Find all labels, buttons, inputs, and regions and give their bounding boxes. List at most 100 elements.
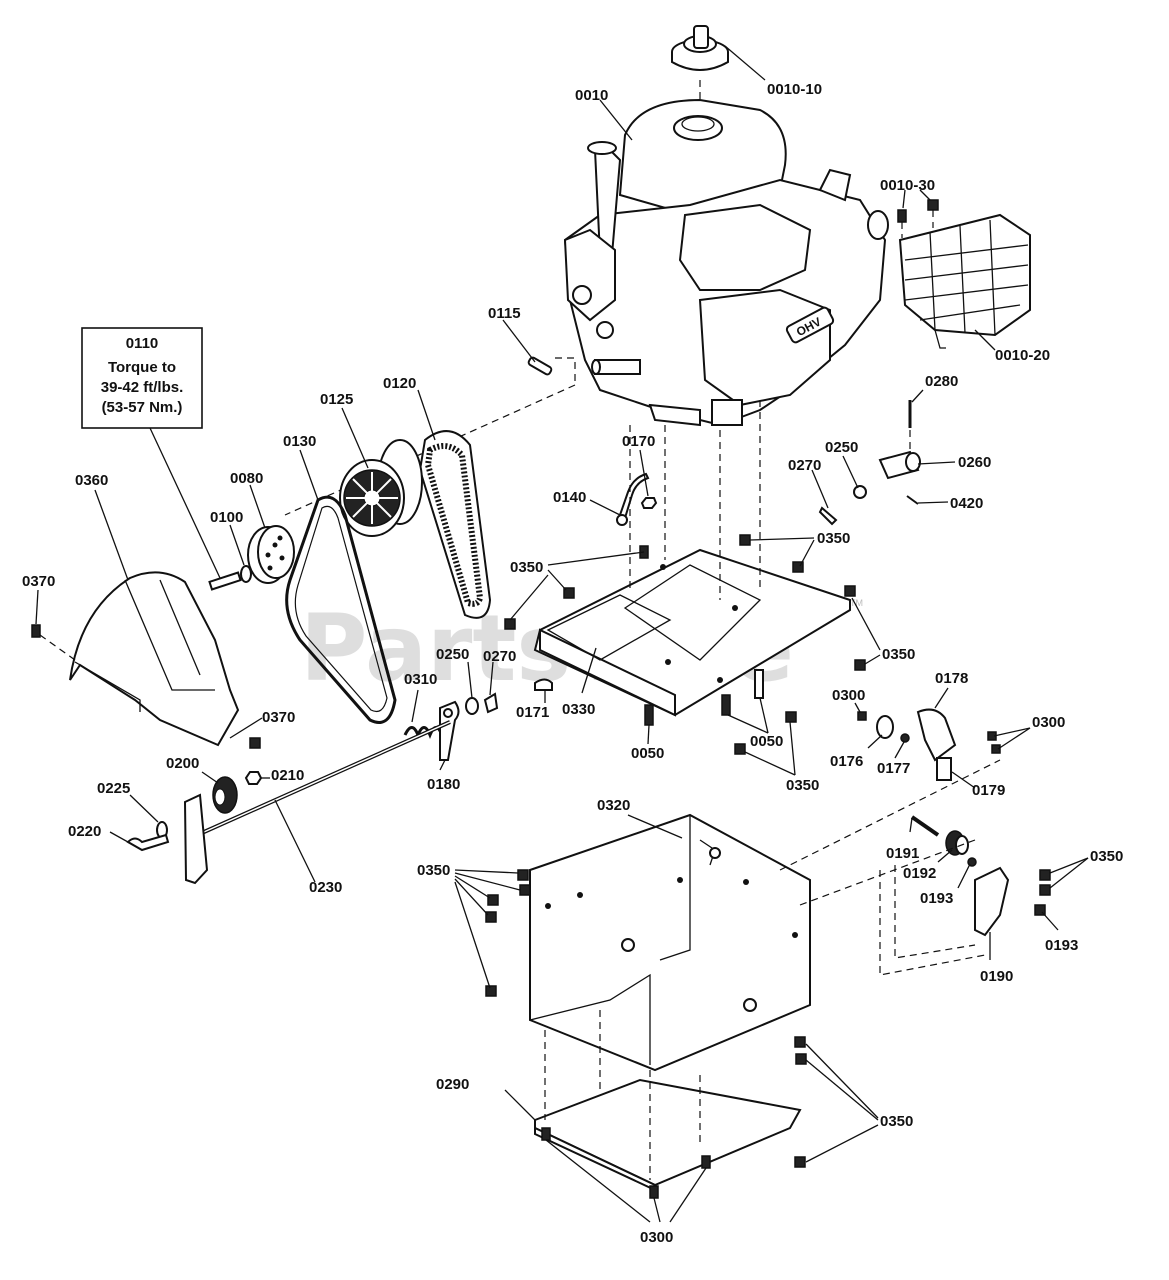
washer-0250 bbox=[465, 697, 479, 715]
frame-pin bbox=[754, 669, 764, 699]
label-0010-20: 0010-20 bbox=[995, 347, 1050, 364]
label-0350-b: 0350 bbox=[510, 559, 543, 576]
label-0350-f: 0350 bbox=[1090, 848, 1123, 865]
label-0270-top: 0270 bbox=[788, 457, 821, 474]
drive-belt bbox=[285, 495, 397, 724]
belt-cover bbox=[69, 571, 240, 747]
frame-box bbox=[529, 813, 811, 1072]
part-labels: 0010-10 0010 0010-30 0010-20 0115 0120 0… bbox=[22, 81, 1123, 1246]
auger-belt bbox=[418, 430, 492, 619]
label-0170: 0170 bbox=[622, 433, 655, 450]
washer-0176 bbox=[876, 715, 894, 739]
muffler-screws bbox=[897, 199, 939, 238]
label-0350-e: 0350 bbox=[417, 862, 450, 879]
label-0010-10: 0010-10 bbox=[767, 81, 822, 98]
label-0192: 0192 bbox=[903, 865, 936, 882]
callout-label: 0110 bbox=[126, 335, 159, 352]
idler-bracket bbox=[183, 793, 209, 885]
label-0350-d: 0350 bbox=[786, 777, 819, 794]
label-0230: 0230 bbox=[309, 879, 342, 896]
label-0250-bottom: 0250 bbox=[436, 646, 469, 663]
bracket-0190 bbox=[974, 866, 1010, 937]
nut-0210 bbox=[244, 771, 263, 785]
stud-0171 bbox=[534, 678, 553, 691]
label-0177: 0177 bbox=[877, 760, 910, 777]
label-0176: 0176 bbox=[830, 753, 863, 770]
washer bbox=[853, 485, 867, 499]
engine-assembly: OHV bbox=[563, 25, 889, 427]
label-0350-g: 0350 bbox=[880, 1113, 913, 1130]
watermark-tm: TM bbox=[850, 598, 863, 608]
label-0178: 0178 bbox=[935, 670, 968, 687]
label-0370-bottom: 0370 bbox=[262, 709, 295, 726]
box-bolts-left bbox=[485, 869, 531, 997]
muffler-guard bbox=[898, 213, 1031, 349]
callout-line-2: 39-42 ft/lbs. bbox=[101, 379, 184, 396]
cover-screw-left bbox=[31, 624, 41, 638]
pulley-bolt bbox=[208, 565, 252, 591]
label-0120: 0120 bbox=[383, 375, 416, 392]
label-0080: 0080 bbox=[230, 470, 263, 487]
label-0193-a: 0193 bbox=[920, 890, 953, 907]
label-0140: 0140 bbox=[553, 489, 586, 506]
frame-plate bbox=[533, 548, 851, 717]
label-0179: 0179 bbox=[972, 782, 1005, 799]
roller-0192 bbox=[945, 830, 969, 856]
key bbox=[527, 356, 553, 376]
label-0130: 0130 bbox=[283, 433, 316, 450]
label-0310: 0310 bbox=[404, 671, 437, 688]
callout-line-1: Torque to bbox=[108, 359, 176, 376]
label-0100: 0100 bbox=[210, 509, 243, 526]
label-0210: 0210 bbox=[271, 767, 304, 784]
nut bbox=[640, 497, 658, 509]
torque-callout: 0110 Torque to 39-42 ft/lbs. (53-57 Nm.) bbox=[81, 327, 203, 429]
frame-bolt-0050-a bbox=[644, 704, 654, 726]
pin-0270 bbox=[483, 692, 499, 714]
label-0420: 0420 bbox=[950, 495, 983, 512]
label-0300-c: 0300 bbox=[640, 1229, 673, 1246]
cover-screw-bottom bbox=[249, 737, 261, 749]
idler-pulley bbox=[212, 776, 238, 814]
fuel-cap bbox=[671, 25, 729, 71]
label-0330: 0330 bbox=[562, 701, 595, 718]
label-0290: 0290 bbox=[436, 1076, 469, 1093]
label-0260: 0260 bbox=[958, 454, 991, 471]
label-0200: 0200 bbox=[166, 755, 199, 772]
label-0350-a: 0350 bbox=[817, 530, 850, 547]
frame-bolt-0050-b bbox=[721, 694, 731, 716]
label-0250-top: 0250 bbox=[825, 439, 858, 456]
shoulder-bolt bbox=[126, 833, 170, 852]
label-0050-a: 0050 bbox=[631, 745, 664, 762]
hair-pin bbox=[818, 506, 838, 526]
label-0171: 0171 bbox=[516, 704, 549, 721]
cable-guide bbox=[618, 472, 650, 520]
label-0220: 0220 bbox=[68, 823, 101, 840]
label-0190: 0190 bbox=[980, 968, 1013, 985]
label-0320: 0320 bbox=[597, 797, 630, 814]
label-0225: 0225 bbox=[97, 780, 130, 797]
label-0010-30: 0010-30 bbox=[880, 177, 935, 194]
label-0115: 0115 bbox=[488, 305, 521, 322]
label-0193-b: 0193 bbox=[1045, 937, 1078, 954]
cotter-pin bbox=[906, 495, 919, 505]
label-0280: 0280 bbox=[925, 373, 958, 390]
bottom-plate bbox=[534, 1078, 802, 1192]
callout-line-3: (53-57 Nm.) bbox=[102, 399, 183, 416]
plate-0178 bbox=[916, 708, 957, 762]
label-0270-bottom: 0270 bbox=[483, 648, 516, 665]
leader-lines bbox=[35, 45, 1089, 1223]
label-0050-b: 0050 bbox=[750, 733, 783, 750]
auger-pulley bbox=[339, 439, 423, 537]
drive-pulley bbox=[247, 525, 295, 584]
label-0300-a: 0300 bbox=[832, 687, 865, 704]
fuel-tank bbox=[618, 98, 787, 217]
label-0360: 0360 bbox=[75, 472, 108, 489]
label-0010: 0010 bbox=[575, 87, 608, 104]
label-0191: 0191 bbox=[886, 845, 919, 862]
label-0300-b: 0300 bbox=[1032, 714, 1065, 731]
label-0350-c: 0350 bbox=[882, 646, 915, 663]
idler-arm bbox=[878, 450, 921, 480]
bracket-0179 bbox=[936, 757, 952, 781]
label-0370-left: 0370 bbox=[22, 573, 55, 590]
